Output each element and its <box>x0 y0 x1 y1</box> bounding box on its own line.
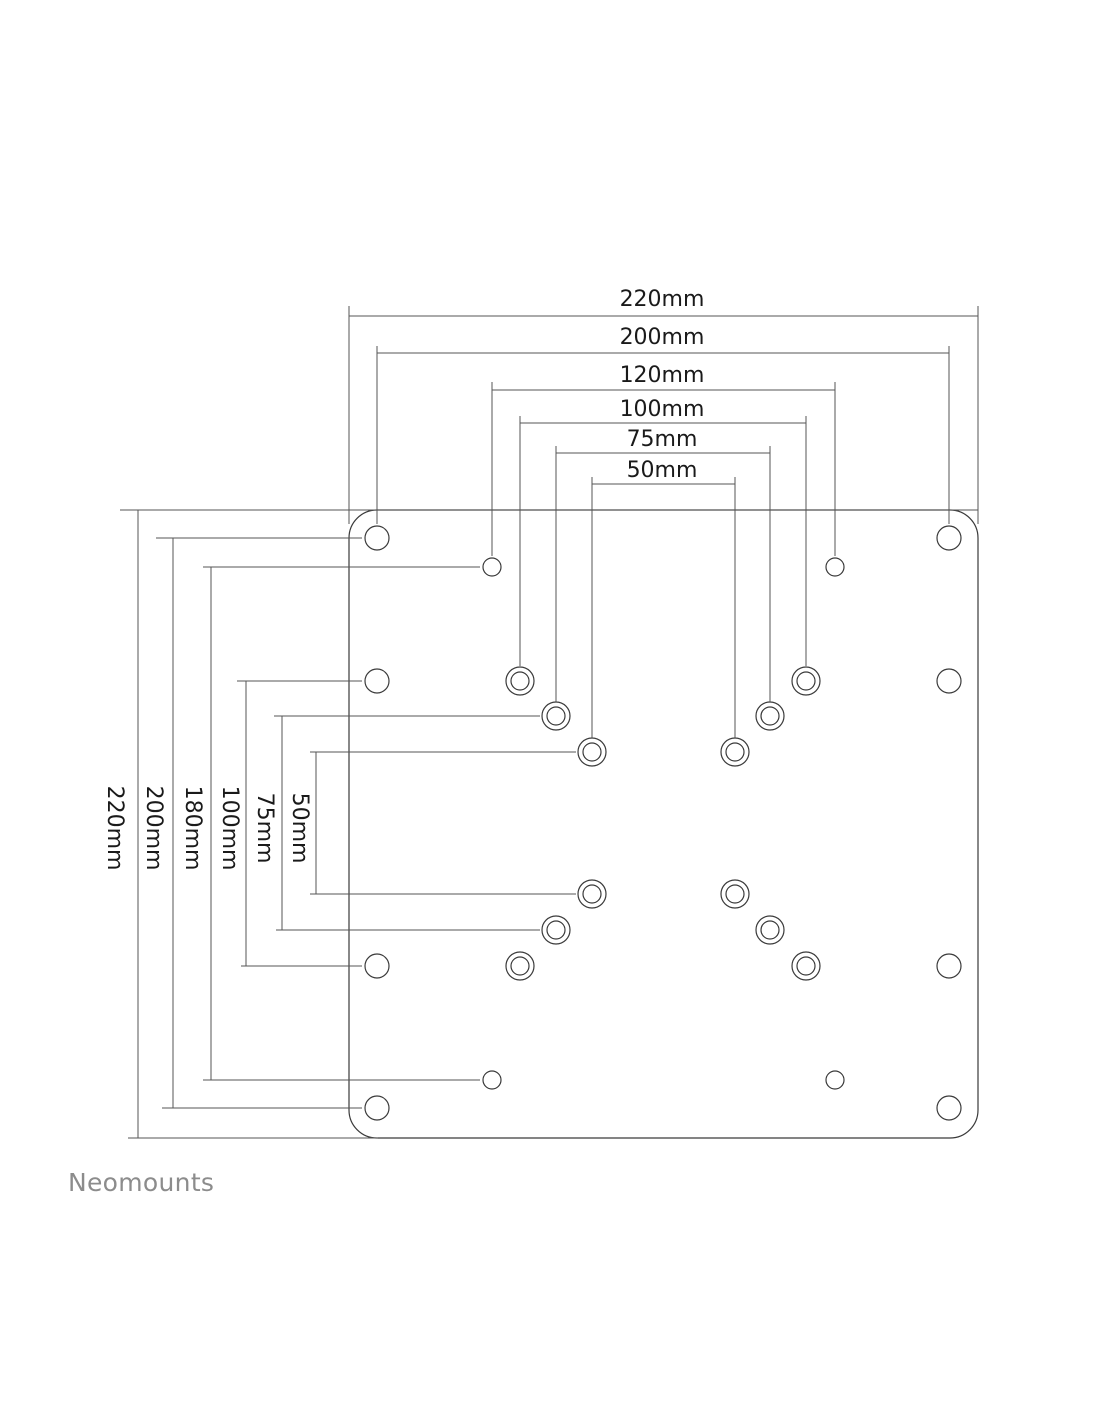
hole-100-top-left <box>505 666 535 696</box>
hole-75-top-left <box>541 701 571 731</box>
hole-200x100-bottom-right <box>936 953 962 979</box>
hole-120-bottom-right <box>825 1070 845 1090</box>
dim-line-v-180 <box>203 566 480 1081</box>
dim-line-h-200 <box>376 346 950 524</box>
dim-label-h-100: 100mm <box>620 397 705 422</box>
dim-line-h-50 <box>591 477 736 738</box>
hole-50-bottom-right <box>720 879 750 909</box>
dim-label-h-220: 220mm <box>620 287 705 312</box>
dim-line-h-100 <box>519 416 807 666</box>
hole-75-bottom-right <box>755 915 785 945</box>
hole-200x100-top-left <box>364 668 390 694</box>
hole-200x100-bottom-left <box>364 953 390 979</box>
dim-line-v-50 <box>310 751 576 895</box>
dim-line-v-220 <box>120 509 978 1139</box>
dim-label-v-50: 50mm <box>287 793 312 864</box>
hole-200-bottom-right <box>936 1095 962 1121</box>
hole-200-bottom-left <box>364 1095 390 1121</box>
hole-100-bottom-right <box>791 951 821 981</box>
dim-label-v-100: 100mm <box>217 786 242 871</box>
hole-120-top-left <box>482 557 502 577</box>
hole-50-top-right <box>720 737 750 767</box>
hole-120-top-right <box>825 557 845 577</box>
dim-line-h-220 <box>348 306 979 524</box>
dim-line-v-200 <box>156 537 362 1109</box>
dim-line-v-100 <box>237 680 362 967</box>
hole-100-bottom-left <box>505 951 535 981</box>
dim-label-h-200: 200mm <box>620 325 705 350</box>
mounting-plate-outline <box>348 509 979 1139</box>
dim-line-v-75 <box>274 715 540 931</box>
hole-200-top-right <box>936 525 962 551</box>
hole-120-bottom-left <box>482 1070 502 1090</box>
hole-75-top-right <box>755 701 785 731</box>
hole-50-top-left <box>577 737 607 767</box>
hole-200x100-top-right <box>936 668 962 694</box>
dim-label-v-75: 75mm <box>252 793 277 864</box>
dim-label-h-75: 75mm <box>627 427 698 452</box>
dim-line-h-120 <box>491 382 836 556</box>
hole-200-top-left <box>364 525 390 551</box>
dim-label-h-120: 120mm <box>620 363 705 388</box>
dim-label-v-220: 220mm <box>102 786 127 871</box>
brand-logo-text: Neomounts <box>68 1168 215 1197</box>
dim-label-h-50: 50mm <box>627 458 698 483</box>
dim-line-h-75 <box>555 446 771 702</box>
hole-50-bottom-left <box>577 879 607 909</box>
hole-75-bottom-left <box>541 915 571 945</box>
hole-100-top-right <box>791 666 821 696</box>
dim-label-v-200: 200mm <box>141 786 166 871</box>
dim-label-v-180: 180mm <box>180 786 205 871</box>
